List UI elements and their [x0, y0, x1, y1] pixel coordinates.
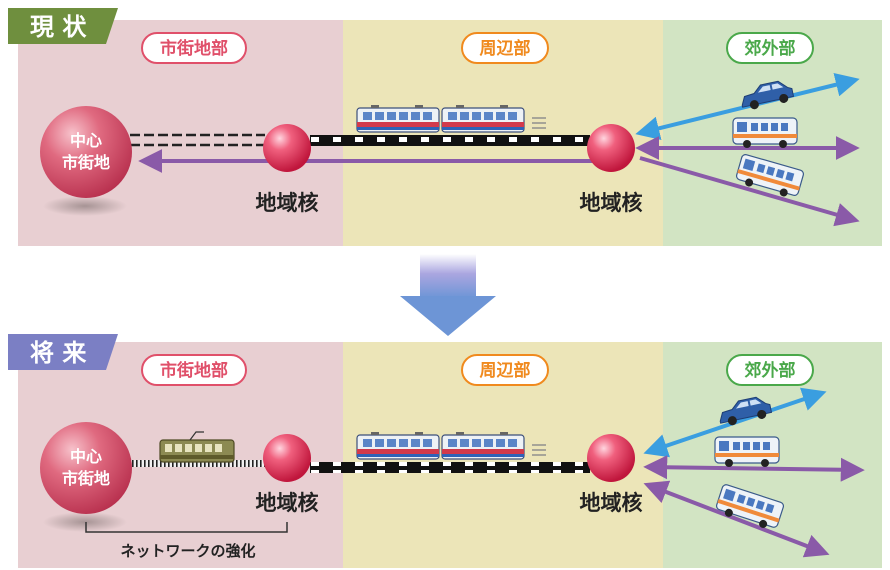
regional-core-right-node	[587, 124, 635, 172]
center-city-label-2: 市街地	[62, 153, 110, 172]
tram-track	[128, 460, 268, 467]
network-strengthening-label: ネットワークの強化	[120, 542, 255, 560]
regional-core-left-label-future: 地域核	[256, 491, 319, 515]
center-city-label-future-2: 市街地	[62, 469, 110, 488]
suburb-zone-label: 周辺部	[480, 38, 531, 59]
urban-zone-label: 市街地部	[160, 38, 228, 59]
center-city-node	[40, 106, 132, 198]
center-city-label-1: 中心	[70, 131, 102, 150]
regional-core-left-label: 地域核	[256, 191, 319, 215]
current-panel: 現 状 市街地部 周辺部 郊外部 中心 市街地 地域核 地域核	[8, 8, 882, 246]
future-badge-label: 将 来	[30, 339, 87, 367]
train-car-front	[356, 104, 440, 133]
bus-flow-arrow-2	[639, 156, 860, 227]
regional-core-left-node	[263, 124, 311, 172]
center-shadow-future	[43, 512, 127, 532]
regional-core-right-label: 地域核	[580, 191, 643, 215]
bus-icon-future	[714, 436, 780, 468]
train-car-rear-future	[441, 431, 525, 460]
regional-core-left-node-future	[263, 434, 311, 482]
center-shadow	[43, 196, 127, 216]
future-panel: 将 来 市街地部 周辺部 郊外部 中心 市街地 地域核 地域核 ネットワークの強…	[8, 334, 882, 568]
bus-icon	[732, 117, 798, 149]
regional-core-right-label-future: 地域核	[580, 491, 643, 515]
regional-core-right-node-future	[587, 434, 635, 482]
outskirts-zone-label: 郊外部	[745, 38, 796, 59]
urban-zone-pill	[141, 32, 247, 64]
future-badge	[8, 334, 118, 370]
speed-lines-future	[532, 444, 546, 456]
current-badge-label: 現 状	[30, 13, 87, 41]
urban-zone-pill-future	[141, 354, 247, 386]
center-city-label-future-1: 中心	[70, 447, 102, 466]
train-car-rear	[441, 104, 525, 133]
rail-track-future	[310, 462, 590, 473]
center-city-node-future	[40, 422, 132, 514]
outskirts-zone-pill-future	[726, 354, 814, 386]
current-badge	[8, 8, 118, 44]
suburb-zone-pill-future	[461, 354, 549, 386]
suburb-zone-pill	[461, 32, 549, 64]
outskirts-zone-pill	[726, 32, 814, 64]
bus-flow-arrow-future-2	[643, 480, 830, 558]
urban-zone-label-future: 市街地部	[160, 360, 228, 381]
transition-arrow	[400, 254, 496, 336]
train-car-front-future	[356, 431, 440, 460]
suburb-zone-label-future: 周辺部	[480, 360, 531, 381]
rail-track	[310, 135, 590, 146]
network-bracket	[85, 522, 288, 533]
outskirts-zone-label-future: 郊外部	[745, 360, 796, 381]
bus-flow-arrow-future-1	[643, 455, 865, 482]
speed-lines	[532, 117, 546, 129]
